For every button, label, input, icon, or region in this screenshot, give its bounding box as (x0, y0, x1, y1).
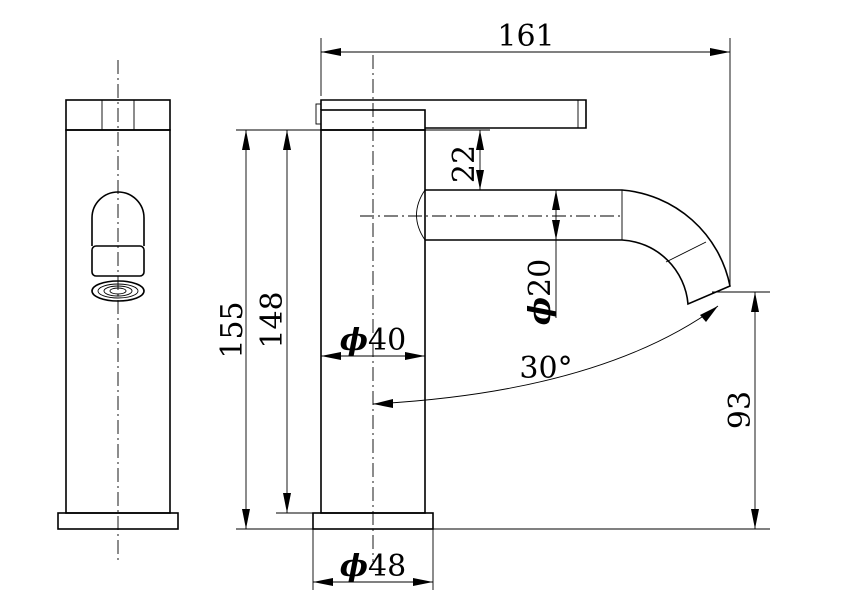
dim-spout-angle: 30° (519, 351, 572, 386)
dim-handle-gap: 22 (447, 145, 482, 183)
dim-outlet-height: 93 (723, 391, 758, 429)
front-spout-outline (91, 191, 145, 246)
dim-base-diameter: ϕ48 (340, 549, 406, 584)
dim-body-diameter: ϕ40 (340, 323, 406, 358)
side-view (312, 55, 731, 562)
spout-outline (425, 189, 731, 306)
front-base (57, 512, 179, 530)
angle-arc (372, 305, 719, 405)
dimension-lines: 161 155 148 22 ϕ20 ϕ40 (215, 19, 770, 590)
dim-total-length: 161 (497, 19, 554, 54)
side-handle-lever (320, 99, 587, 129)
front-spout-neck (91, 245, 145, 277)
side-base (312, 512, 434, 530)
aerator-icon (91, 280, 145, 302)
front-view (57, 60, 179, 560)
dim-outer-height: 155 (215, 301, 250, 358)
dim-spout-diameter: ϕ20 (523, 259, 558, 325)
dim-inner-height: 148 (255, 291, 290, 348)
